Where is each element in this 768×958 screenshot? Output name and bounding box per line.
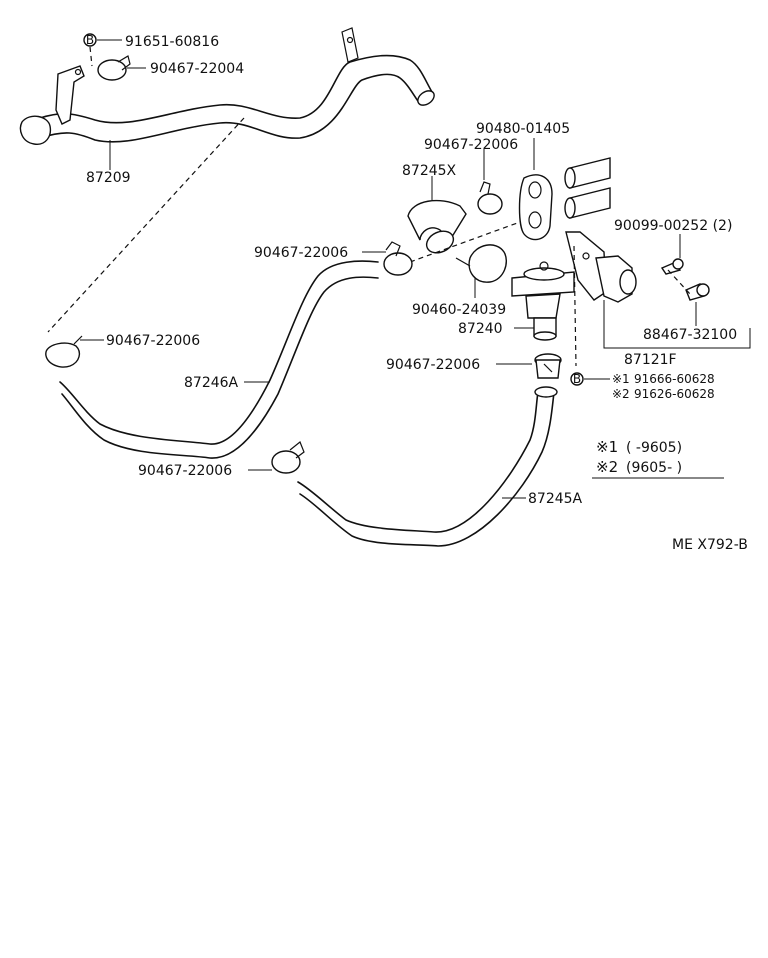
callout-90467-22006-e: 90467-22006 — [138, 463, 232, 479]
callout-90467-22006-a: 90467-22006 — [424, 137, 518, 153]
clamp-90467-22006-d — [45, 335, 83, 368]
bolt-marker-top: B — [83, 33, 97, 47]
bolt-marker-letter: B — [86, 33, 94, 47]
callout-90460-24039: 90460-24039 — [412, 302, 506, 318]
figure-code: ME X792-B — [672, 537, 748, 553]
clamp-90460-24039 — [455, 244, 508, 283]
alt2-mark: ※2 — [612, 387, 630, 401]
callout-87240: 87240 — [458, 321, 503, 337]
hose-87209 — [19, 27, 435, 145]
alt1-mark: ※1 — [612, 372, 630, 386]
clamp-90467-22006-a — [477, 181, 503, 215]
legend: ※1 ( -9605) ※2 (9605- ) — [592, 438, 724, 479]
hose-87245x — [407, 199, 467, 254]
bolt-marker-letter-lower: B — [573, 372, 581, 386]
callout-90467-22006-c: 90467-22006 — [386, 357, 480, 373]
callout-90467-22006-d: 90467-22006 — [106, 333, 200, 349]
callout-87246a: 87246A — [184, 375, 239, 391]
callout-87121f: 87121F — [624, 352, 677, 368]
screw-90099-00252 — [660, 258, 684, 275]
callout-90099-00252: 90099-00252 (2) — [614, 218, 732, 234]
legend-row1-mark: ※1 — [596, 438, 618, 456]
callout-91651-60816: 91651-60816 — [125, 34, 219, 50]
hose-87246a — [59, 260, 379, 459]
clamp-90467-22006-b — [383, 241, 413, 276]
callout-88467-32100: 88467-32100 — [643, 327, 737, 343]
bracket-87209 — [55, 65, 85, 125]
callout-90480-01405: 90480-01405 — [476, 121, 570, 137]
legend-row2-mark: ※2 — [596, 458, 618, 476]
callout-90467-22004: 90467-22004 — [150, 61, 244, 77]
legend-row1-range: ( -9605) — [626, 440, 682, 456]
callout-87245x: 87245X — [402, 163, 457, 179]
alt2-part: 91626-60628 — [634, 387, 715, 401]
clamp-90467-22006-e — [271, 441, 305, 474]
clamp-90467-22006-c — [534, 353, 562, 379]
callout-87209: 87209 — [86, 170, 131, 186]
gasket-90480-01405 — [518, 174, 553, 241]
heater-pipes — [564, 157, 611, 219]
clamp-90467-22004 — [97, 55, 131, 81]
hose-87245a — [297, 386, 558, 547]
legend-row2-range: (9605- ) — [626, 460, 682, 476]
bolt-marker-lower: B — [570, 372, 584, 386]
alt1-part: 91666-60628 — [634, 372, 715, 386]
grommet-88467-32100 — [685, 283, 710, 301]
callout-87245a: 87245A — [528, 491, 583, 507]
callout-90467-22006-b: 90467-22006 — [254, 245, 348, 261]
water-valve-87240 — [511, 261, 575, 341]
bracket-87121f — [565, 231, 637, 303]
